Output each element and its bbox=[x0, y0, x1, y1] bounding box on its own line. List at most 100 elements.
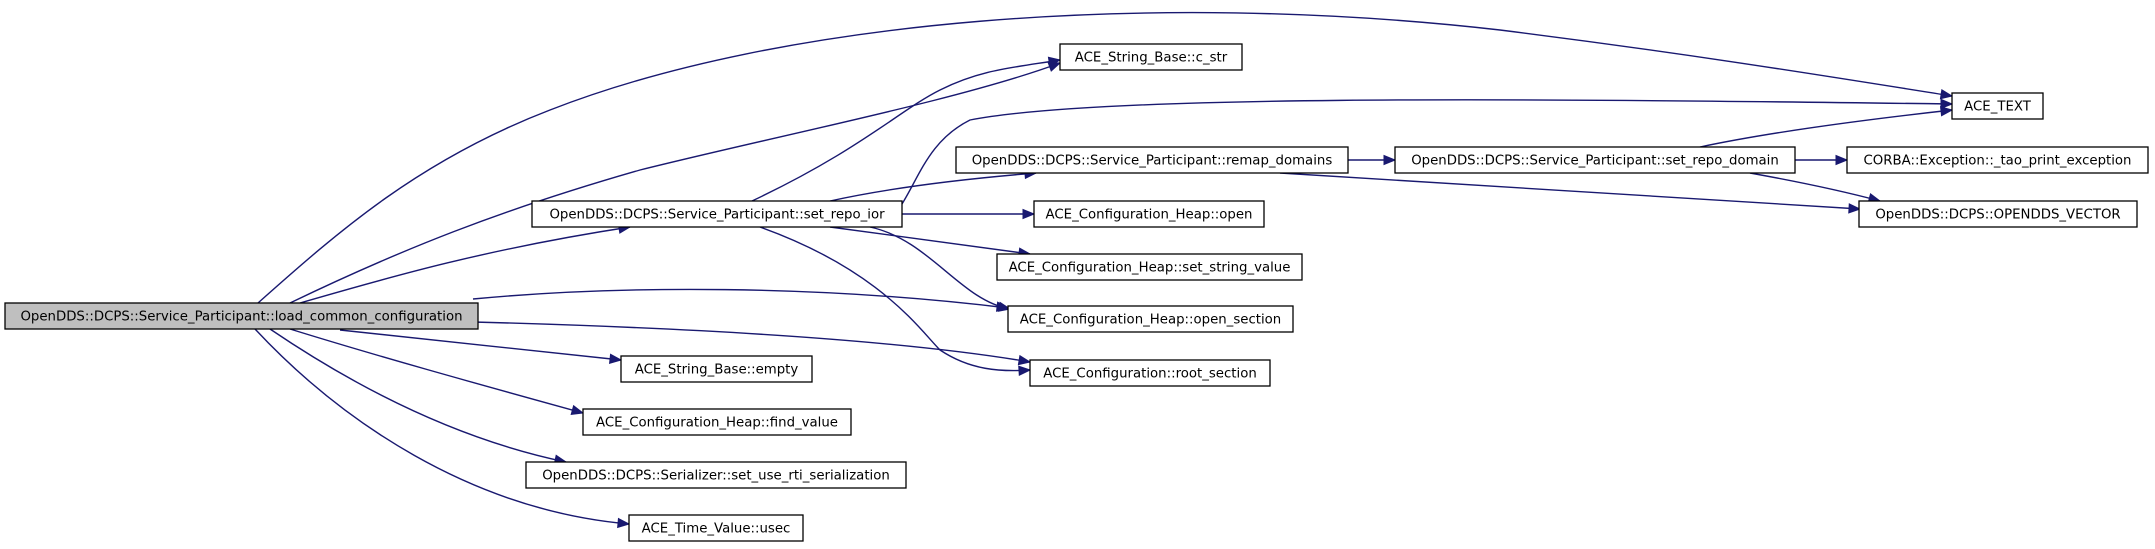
edge-arrowhead bbox=[1940, 98, 1954, 110]
node-box bbox=[582, 408, 852, 436]
node-box bbox=[1029, 359, 1271, 387]
node-box bbox=[1059, 43, 1243, 71]
node-box bbox=[955, 146, 1349, 174]
node-label: ACE_Configuration_Heap::open bbox=[1046, 208, 1253, 223]
edge-set_repo_ior-to-open_section bbox=[869, 226, 1012, 312]
edge-arrowhead bbox=[1017, 354, 1032, 366]
node-c-str[interactable]: ACE_String_Base::c_str bbox=[1059, 43, 1243, 71]
node-label: OpenDDS::DCPS::Serializer::set_use_rti_s… bbox=[542, 469, 890, 484]
edge-line bbox=[299, 226, 631, 304]
edge-line bbox=[472, 321, 1031, 363]
node-box bbox=[1846, 146, 2149, 174]
node-box bbox=[628, 514, 804, 542]
edge-arrowhead bbox=[1018, 365, 1032, 376]
edge-set_repo_ior-to-root_section bbox=[759, 226, 1032, 376]
node-label: OpenDDS::DCPS::Service_Participant::load… bbox=[20, 310, 462, 325]
node-label: CORBA::Exception::_tao_print_exception bbox=[1863, 154, 2131, 169]
node-remap-domains[interactable]: OpenDDS::DCPS::Service_Participant::rema… bbox=[955, 146, 1349, 174]
node-label: ACE_Time_Value::usec bbox=[642, 522, 791, 537]
edge-line bbox=[1749, 172, 1881, 202]
edge-line bbox=[829, 172, 1037, 202]
node-box bbox=[1007, 305, 1294, 333]
node-label: ACE_Configuration_Heap::open_section bbox=[1020, 313, 1281, 328]
edge-set_repo_domain-to-opendds_vector bbox=[1749, 172, 1882, 204]
node-box bbox=[996, 253, 1303, 281]
edge-load_common-to-root_section bbox=[472, 321, 1032, 366]
node-heap-open[interactable]: ACE_Configuration_Heap::open bbox=[1033, 200, 1265, 228]
edge-arrowhead bbox=[608, 353, 623, 364]
node-box bbox=[1033, 200, 1265, 228]
node-box bbox=[1394, 146, 1796, 174]
edge-arrowhead bbox=[1939, 106, 1954, 117]
node-empty[interactable]: ACE_String_Base::empty bbox=[620, 355, 813, 383]
edge-line bbox=[472, 288, 1009, 309]
edge-arrowhead bbox=[1835, 154, 1849, 166]
edge-arrowhead bbox=[1383, 154, 1397, 166]
node-label: ACE_Configuration::root_section bbox=[1043, 367, 1257, 382]
node-label: ACE_Configuration_Heap::find_value bbox=[596, 416, 838, 431]
node-root-section[interactable]: ACE_Configuration::root_section bbox=[1029, 359, 1271, 387]
node-box bbox=[1951, 92, 2044, 120]
call-nodes: OpenDDS::DCPS::Service_Participant::load… bbox=[4, 43, 2149, 542]
edge-set_repo_ior-to-c_str bbox=[751, 56, 1062, 202]
node-load-common[interactable]: OpenDDS::DCPS::Service_Participant::load… bbox=[4, 302, 479, 330]
edge-set_repo_ior-to-heap_open bbox=[902, 208, 1036, 220]
node-open-section[interactable]: ACE_Configuration_Heap::open_section bbox=[1007, 305, 1294, 333]
edge-arrowhead bbox=[617, 517, 631, 529]
edge-remap_domains-to-set_repo_domain bbox=[1348, 154, 1397, 166]
edge-set_repo_ior-to-set_string_value bbox=[829, 226, 1032, 258]
edge-set_repo_domain-to-tao_print bbox=[1795, 154, 1849, 166]
edge-arrowhead bbox=[997, 301, 1012, 312]
edge-line bbox=[759, 226, 1031, 372]
node-label: OpenDDS::DCPS::OPENDDS_VECTOR bbox=[1875, 208, 2120, 223]
edge-arrowhead bbox=[1022, 208, 1036, 220]
node-ace-text[interactable]: ACE_TEXT bbox=[1951, 92, 2044, 120]
node-find-value[interactable]: ACE_Configuration_Heap::find_value bbox=[582, 408, 852, 436]
node-label: OpenDDS::DCPS::Service_Participant::rema… bbox=[972, 154, 1333, 169]
edge-line bbox=[257, 11, 1953, 304]
call-edges bbox=[254, 11, 1954, 529]
edge-line bbox=[289, 328, 584, 414]
edge-set_repo_ior-to-ace_text bbox=[901, 98, 1954, 205]
edge-line bbox=[1279, 172, 1861, 210]
node-label: ACE_Configuration_Heap::set_string_value bbox=[1009, 261, 1291, 276]
edge-load_common-to-ace_text bbox=[257, 11, 1954, 304]
node-label: ACE_String_Base::c_str bbox=[1075, 51, 1228, 66]
edge-set_repo_domain-to-ace_text bbox=[1699, 106, 1954, 148]
node-usec[interactable]: ACE_Time_Value::usec bbox=[628, 514, 804, 542]
node-set-repo-domain[interactable]: OpenDDS::DCPS::Service_Participant::set_… bbox=[1394, 146, 1796, 174]
node-box bbox=[1858, 200, 2138, 228]
node-set-use-rti[interactable]: OpenDDS::DCPS::Serializer::set_use_rti_s… bbox=[525, 461, 907, 489]
node-label: OpenDDS::DCPS::Service_Participant::set_… bbox=[549, 208, 885, 223]
node-box bbox=[4, 302, 479, 330]
node-set-string-value[interactable]: ACE_Configuration_Heap::set_string_value bbox=[996, 253, 1303, 281]
node-box bbox=[620, 355, 813, 383]
edge-arrowhead bbox=[1939, 89, 1954, 100]
edge-load_common-to-usec bbox=[254, 328, 631, 529]
edge-line bbox=[829, 226, 1031, 255]
edge-arrowhead bbox=[1047, 56, 1062, 67]
edge-line bbox=[751, 59, 1061, 202]
edge-line bbox=[289, 62, 1061, 304]
node-opendds-vector[interactable]: OpenDDS::DCPS::OPENDDS_VECTOR bbox=[1858, 200, 2138, 228]
edge-arrowhead bbox=[570, 404, 585, 415]
edge-line bbox=[269, 328, 567, 463]
node-box bbox=[531, 200, 903, 228]
node-set-repo-ior[interactable]: OpenDDS::DCPS::Service_Participant::set_… bbox=[531, 200, 903, 228]
edge-line bbox=[254, 328, 630, 525]
edge-line bbox=[901, 99, 1953, 205]
node-tao-print[interactable]: CORBA::Exception::_tao_print_exception bbox=[1846, 146, 2149, 174]
node-label: OpenDDS::DCPS::Service_Participant::set_… bbox=[1411, 154, 1779, 169]
edge-set_repo_ior-to-remap_domains bbox=[829, 168, 1038, 202]
edge-line bbox=[869, 226, 1011, 310]
node-box bbox=[525, 461, 907, 489]
edge-line bbox=[339, 329, 622, 361]
edge-remap_domains-to-opendds_vector bbox=[1279, 172, 1862, 214]
edge-load_common-to-find_value bbox=[289, 328, 585, 415]
edge-load_common-to-open_section bbox=[472, 288, 1010, 312]
node-label: ACE_String_Base::empty bbox=[635, 363, 799, 378]
edge-load_common-to-empty bbox=[339, 329, 623, 364]
edge-arrowhead bbox=[1848, 203, 1862, 214]
node-label: ACE_TEXT bbox=[1964, 100, 2032, 115]
